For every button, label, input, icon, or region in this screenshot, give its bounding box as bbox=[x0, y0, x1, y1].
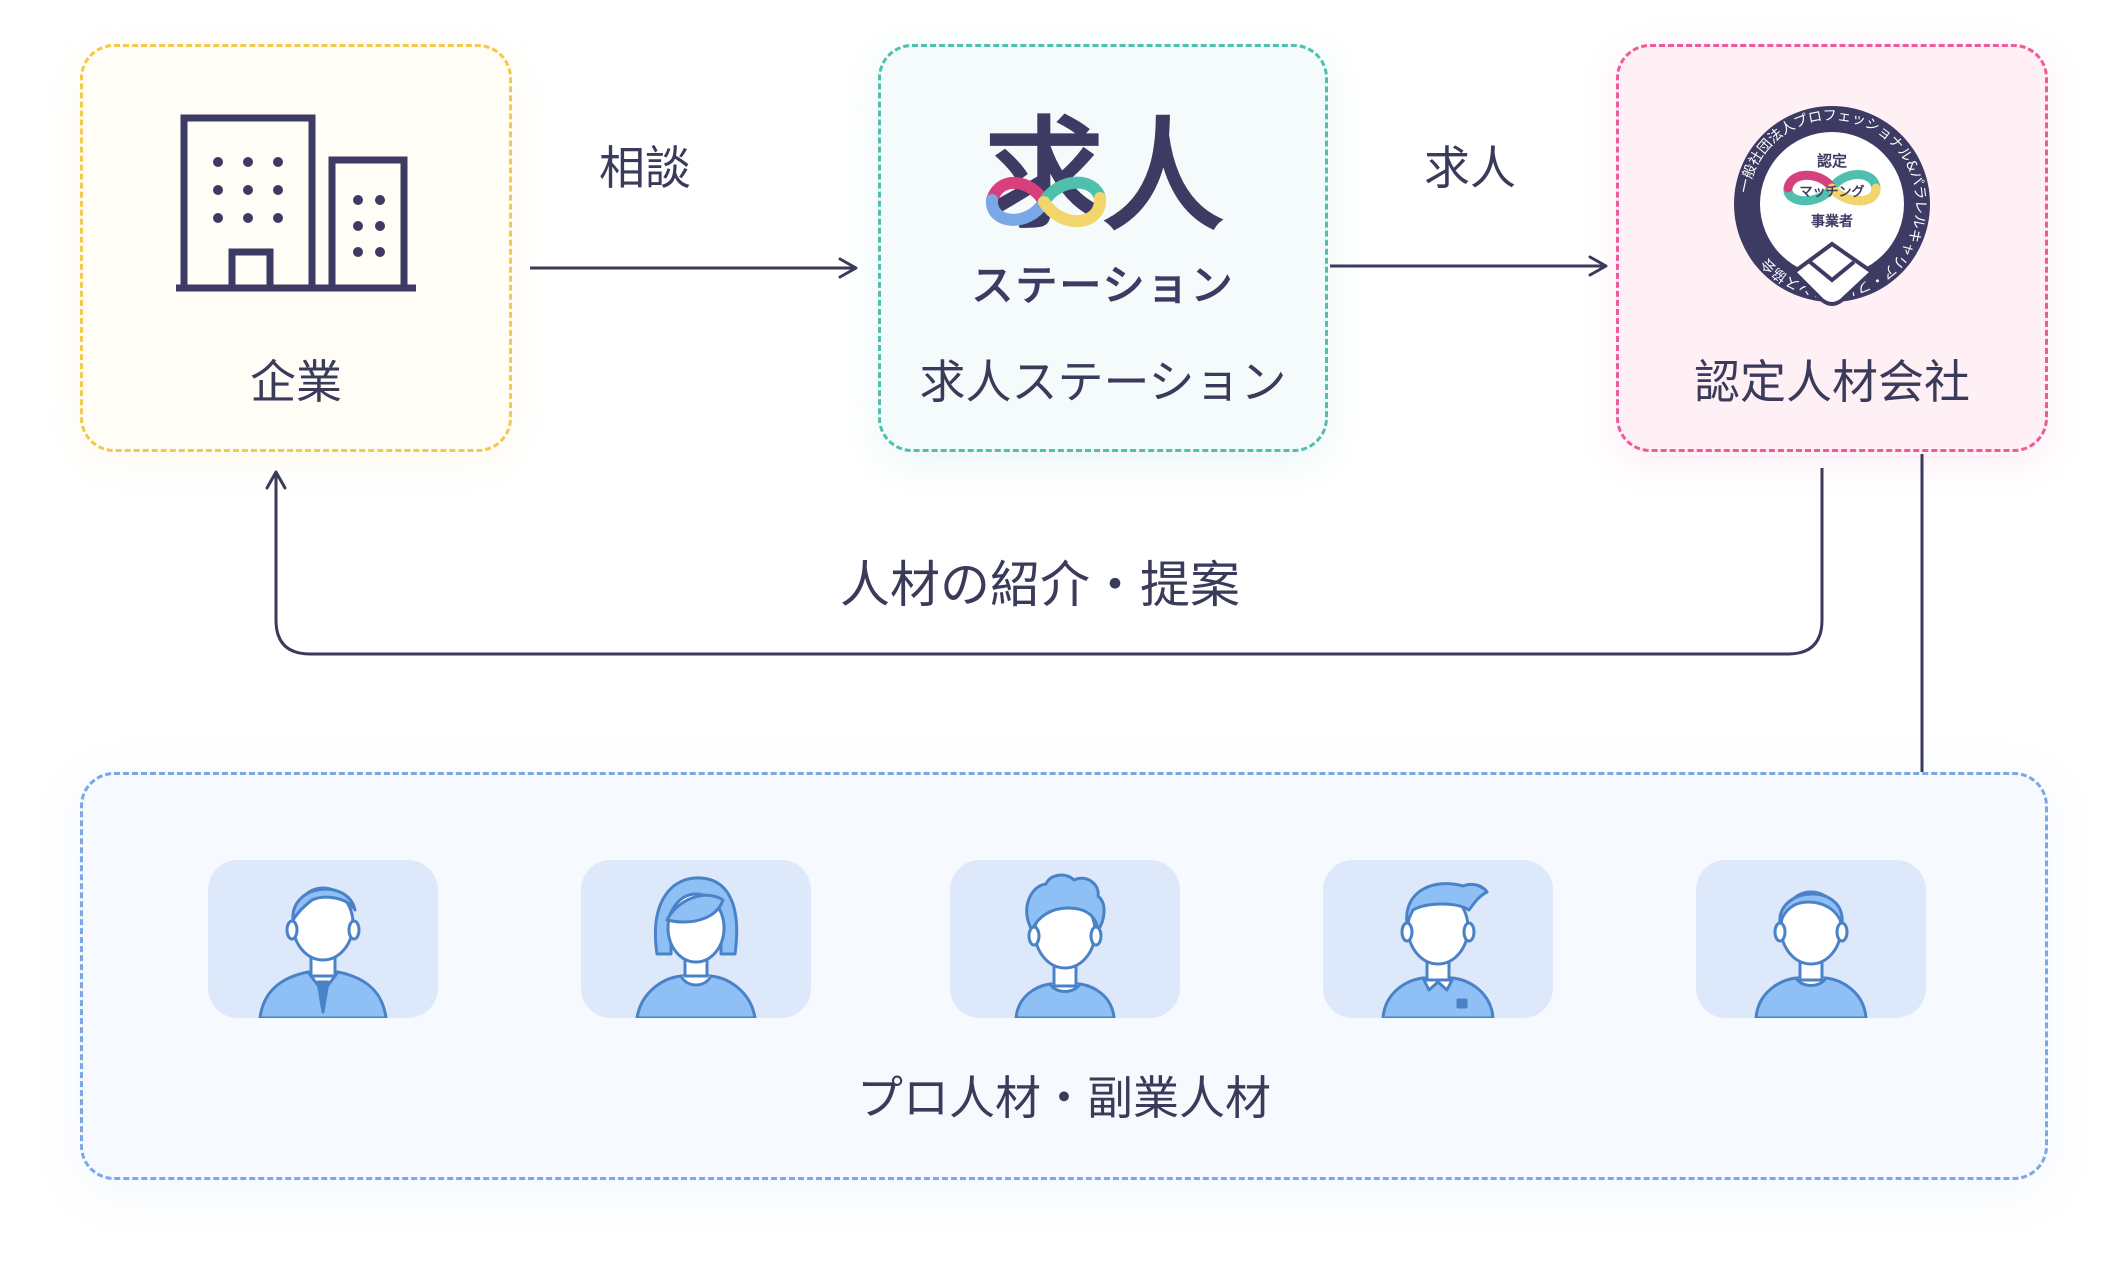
seal-text-2: マッチング bbox=[1799, 184, 1864, 200]
company-box bbox=[80, 44, 512, 452]
station-box bbox=[878, 44, 1328, 452]
man-polo-icon bbox=[1381, 882, 1495, 1018]
avatar-man-curly bbox=[950, 860, 1180, 1018]
station-logo-subtext: ステーション bbox=[971, 261, 1235, 310]
station-label: 求人ステーション bbox=[919, 355, 1287, 409]
intro-arrow bbox=[265, 468, 1824, 656]
certified-seal-icon: 一般社団法人プロフェッショナル&パラレルキャリア・フリーランス協会 認定 マッチ… bbox=[1734, 106, 1930, 306]
seal-text-3: 事業者 bbox=[1811, 213, 1853, 230]
intro-label: 人材の紹介・提案 bbox=[840, 556, 1240, 614]
avatar-man-polo bbox=[1323, 860, 1553, 1018]
man-short-icon bbox=[1754, 890, 1868, 1018]
avatar-man-short bbox=[1696, 860, 1926, 1018]
company-label: 企業 bbox=[250, 355, 342, 409]
station-logo-jin: 人 bbox=[1102, 106, 1224, 248]
talent-label: プロ人材・副業人材 bbox=[857, 1071, 1271, 1125]
man-suit-icon bbox=[258, 886, 388, 1018]
agency-label: 認定人材会社 bbox=[1694, 355, 1970, 409]
building-icon bbox=[176, 114, 416, 292]
woman-icon bbox=[635, 876, 757, 1018]
seal-text-1: 認定 bbox=[1817, 152, 1847, 170]
consult-label: 相談 bbox=[599, 141, 691, 195]
avatar-man-suit bbox=[208, 860, 438, 1018]
man-curly-icon bbox=[1014, 873, 1116, 1018]
avatar-woman bbox=[581, 860, 811, 1018]
job-label: 求人 bbox=[1424, 141, 1516, 195]
infinity-logo-icon bbox=[986, 176, 1106, 228]
